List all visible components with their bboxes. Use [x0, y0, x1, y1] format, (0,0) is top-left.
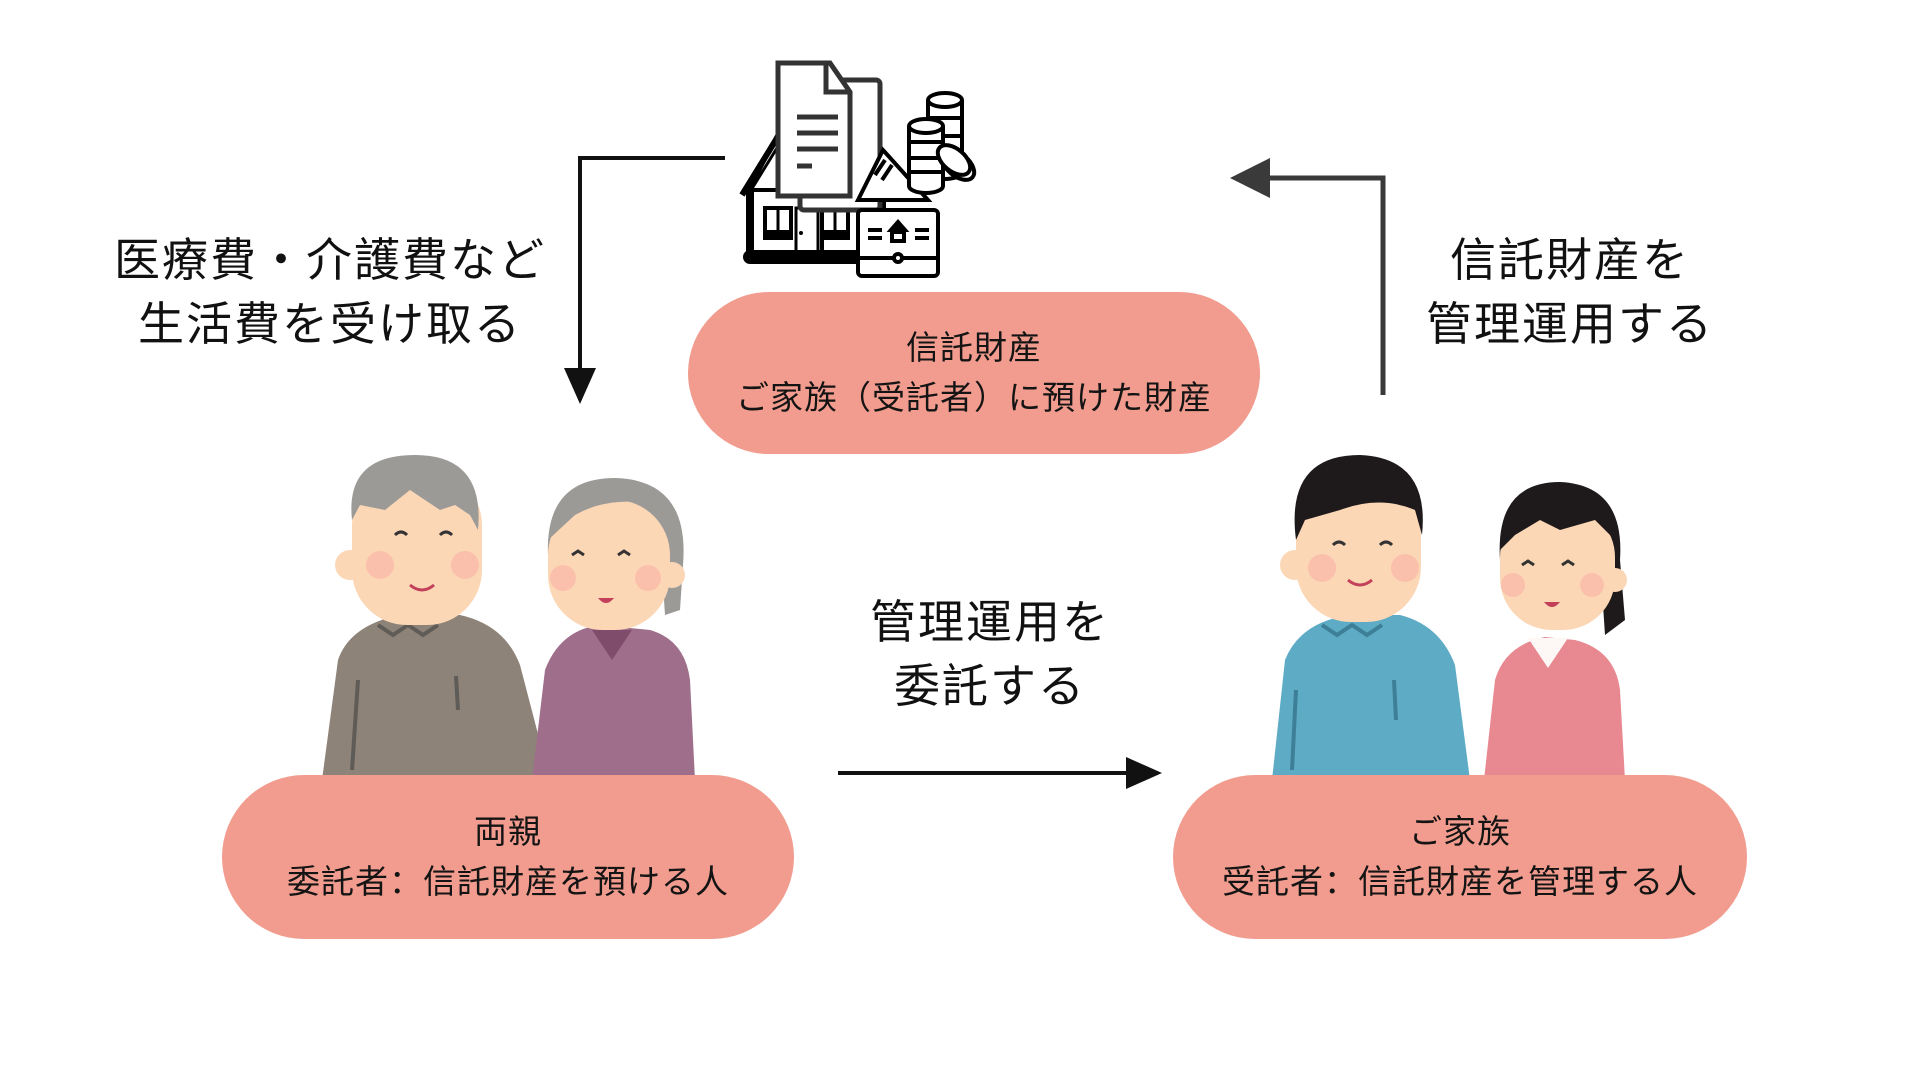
arrow-trustee-to-property [1230, 158, 1386, 395]
trustee-title: ご家族 [1409, 812, 1511, 851]
trustee-pill: ご家族 受託者：信託財産を管理する人 [1173, 775, 1747, 939]
trust-property-pill: 信託財産 ご家族（受託者）に預けた財産 [688, 292, 1260, 454]
arrow-property-to-settlor [564, 156, 725, 404]
flow-left-caption: 医療費・介護費など 生活費を受け取る [110, 228, 550, 356]
flow-right-caption: 信託財産を 管理運用する [1410, 228, 1730, 356]
document-icon [775, 60, 883, 213]
trust-property-title: 信託財産 [906, 328, 1042, 367]
flow-left-line1: 医療費・介護費など [114, 233, 546, 287]
settlor-subtitle: 委託者：信託財産を預ける人 [287, 862, 729, 901]
settlor-title: 両親 [474, 812, 542, 851]
young-woman-figure [1484, 482, 1627, 780]
settlor-pill: 両親 委託者：信託財産を預ける人 [222, 775, 794, 939]
young-man-figure [1272, 455, 1470, 780]
flow-right-line1: 信託財産を [1450, 233, 1690, 287]
coins-icon [907, 91, 977, 195]
trustee-subtitle: 受託者：信託財産を管理する人 [1222, 862, 1698, 901]
flow-left-line2: 生活費を受け取る [138, 297, 522, 351]
flow-middle-caption: 管理運用を 委託する [840, 590, 1140, 718]
elderly-woman-figure [532, 478, 695, 780]
flow-right-line2: 管理運用する [1426, 297, 1714, 351]
flow-middle-line2: 委託する [894, 659, 1086, 713]
flow-middle-line1: 管理運用を [870, 595, 1110, 649]
trust-property-subtitle: ご家族（受託者）に預けた財産 [736, 378, 1212, 417]
elderly-man-figure [322, 455, 550, 780]
